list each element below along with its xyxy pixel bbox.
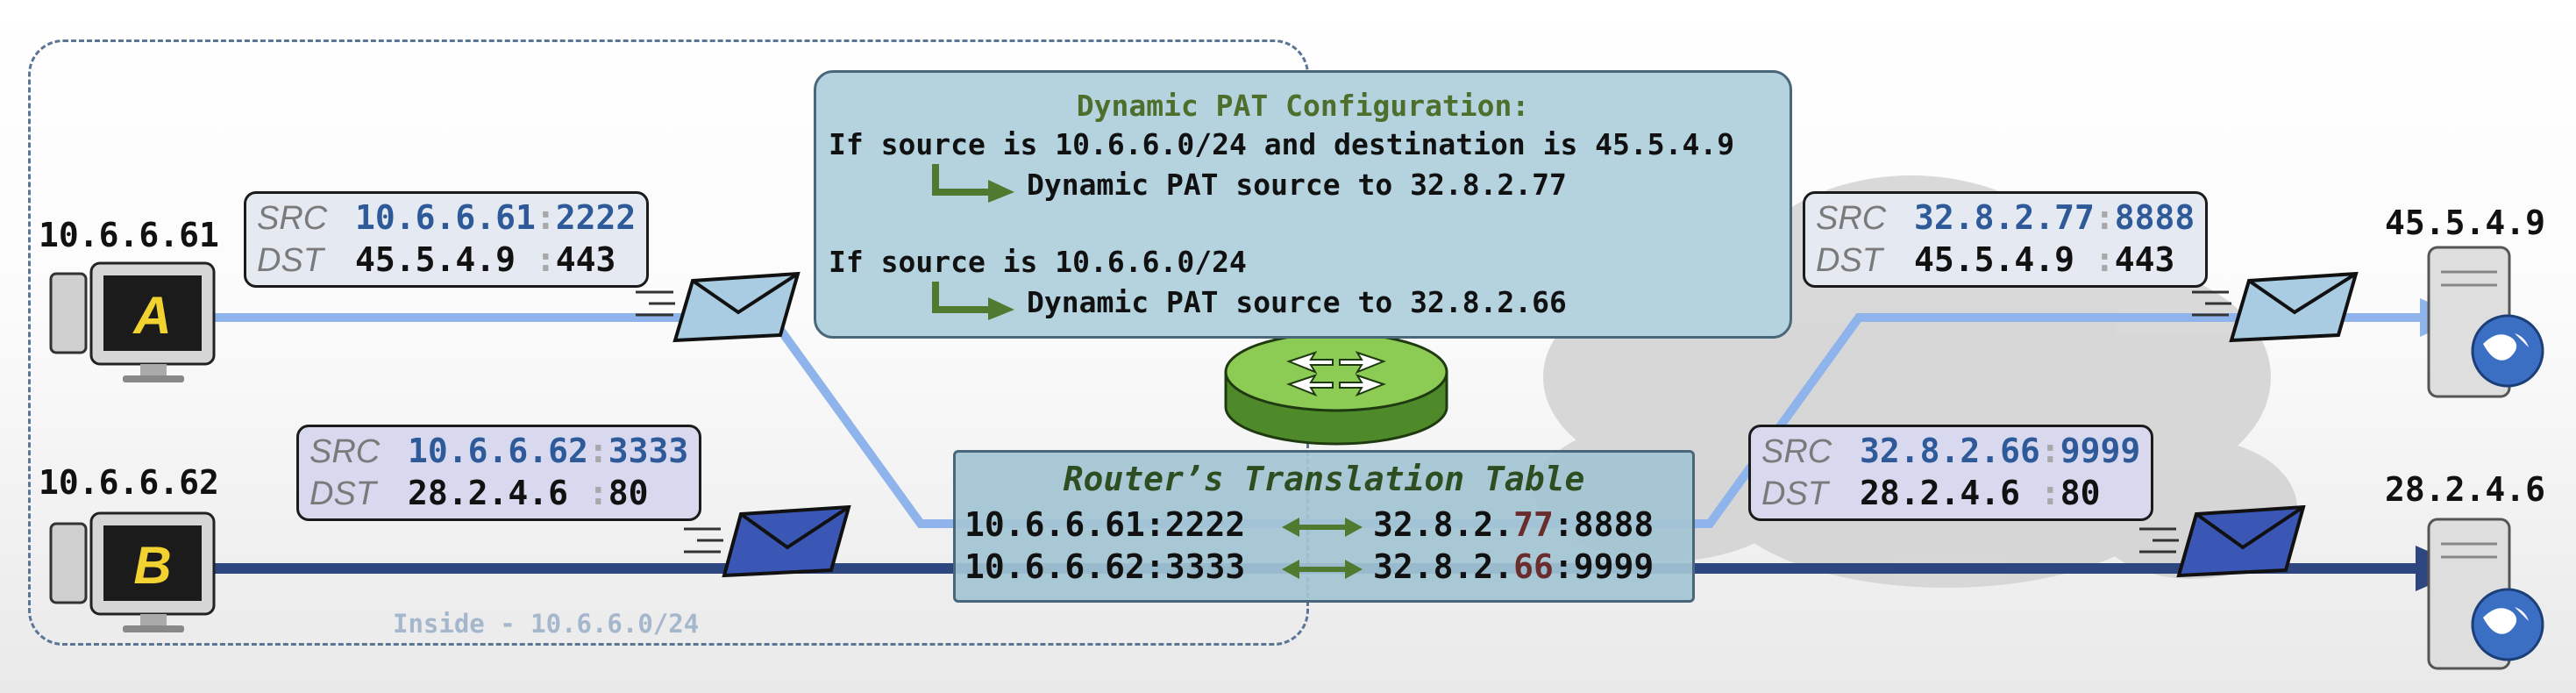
row-1-outside-suffix: :8888 (1553, 505, 1654, 544)
envelope-b-inside-icon (684, 504, 851, 578)
src-ip: 10.6.6.62 (408, 432, 588, 470)
row-2-outside-prefix: 32.8.2. (1373, 547, 1514, 586)
src-colon: : (587, 432, 608, 470)
server-2-icon (2427, 518, 2544, 670)
dst-port: 443 (2114, 240, 2175, 279)
router-icon (1224, 332, 1448, 446)
src-colon: : (535, 198, 556, 237)
table-row-1-outside: 32.8.2.77:8888 (1373, 505, 1654, 544)
src-port: 8888 (2114, 198, 2195, 237)
dst-ip: 45.5.4.9 (1914, 240, 2095, 279)
src-label: SRC (1761, 433, 1832, 470)
rule2-arrow-icon (932, 282, 1014, 320)
src-label: SRC (310, 433, 381, 470)
dst-label: DST (310, 475, 376, 512)
config-title: Dynamic PAT Configuration: (1076, 89, 1530, 123)
row-2-outside-suffix: :9999 (1553, 547, 1654, 586)
row-2-outside-highlight: 66 (1513, 547, 1554, 586)
inside-network-label: Inside - 10.6.6.0/24 (393, 609, 700, 639)
src-ip: 32.8.2.77 (1914, 198, 2095, 237)
dst-port: 80 (608, 474, 649, 512)
translation-table: Router’s Translation Table 10.6.6.61:222… (953, 450, 1695, 603)
src-port: 2222 (555, 198, 637, 237)
packet-a-inside: SRC 10.6.6.61:2222 DST 45.5.4.9 :443 (244, 191, 650, 288)
dst-colon: : (2039, 474, 2060, 512)
pat-configuration-panel: Dynamic PAT Configuration: If source is … (814, 70, 1792, 339)
dst-ip: 45.5.4.9 (355, 240, 536, 279)
table-row-1-arrow-icon (1282, 518, 1363, 537)
row-1-outside-highlight: 77 (1513, 505, 1554, 544)
table-row-2-outside: 32.8.2.66:9999 (1373, 547, 1654, 586)
rule1-arrow-icon (932, 164, 1014, 203)
packet-a-outside: SRC 32.8.2.77:8888 DST 45.5.4.9 :443 (1803, 191, 2209, 288)
dst-colon: : (587, 474, 608, 512)
computer-a-icon: A (49, 261, 216, 382)
dst-colon: : (2094, 240, 2115, 279)
server-2-ip: 28.2.4.6 (2385, 470, 2546, 509)
host-a-ip: 10.6.6.61 (39, 216, 219, 254)
src-ip: 10.6.6.61 (355, 198, 536, 237)
rule1-condition: If source is 10.6.6.0/24 and destination… (829, 127, 1735, 161)
src-port: 3333 (608, 432, 689, 470)
row-1-outside-prefix: 32.8.2. (1373, 505, 1514, 544)
envelope-b-outside-icon (2139, 504, 2306, 578)
dst-port: 443 (555, 240, 616, 279)
table-row-2-inside: 10.6.6.62:3333 (964, 547, 1246, 586)
rule2-action: Dynamic PAT source to 32.8.2.66 (1027, 285, 1567, 319)
computer-a-letter: A (132, 286, 171, 345)
envelope-a-outside-icon (2192, 271, 2359, 343)
src-ip: 32.8.2.66 (1860, 432, 2040, 470)
src-port: 9999 (2060, 432, 2141, 470)
translation-table-title: Router’s Translation Table (1063, 460, 1585, 498)
dst-port: 80 (2060, 474, 2101, 512)
envelope-a-inside-icon (636, 271, 801, 343)
rule1-action: Dynamic PAT source to 32.8.2.77 (1027, 168, 1567, 202)
host-b-ip: 10.6.6.62 (39, 463, 219, 502)
dst-ip: 28.2.4.6 (1860, 474, 2040, 512)
src-colon: : (2039, 432, 2060, 470)
dst-label: DST (1816, 242, 1882, 279)
packet-b-inside: SRC 10.6.6.62:3333 DST 28.2.4.6 :80 (296, 425, 702, 521)
computer-b-letter: B (133, 536, 171, 595)
src-colon: : (2094, 198, 2115, 237)
dst-colon: : (535, 240, 556, 279)
table-row-1-inside: 10.6.6.61:2222 (964, 505, 1246, 544)
server-1-icon (2427, 246, 2544, 398)
rule2-condition: If source is 10.6.6.0/24 (829, 245, 1247, 279)
dst-label: DST (257, 242, 324, 279)
packet-b-outside: SRC 32.8.2.66:9999 DST 28.2.4.6 :80 (1748, 425, 2154, 521)
dst-label: DST (1761, 475, 1828, 512)
computer-b-icon: B (49, 511, 216, 632)
src-label: SRC (257, 200, 328, 237)
dst-ip: 28.2.4.6 (408, 474, 588, 512)
src-label: SRC (1816, 200, 1887, 237)
server-1-ip: 45.5.4.9 (2385, 204, 2546, 242)
table-row-2-arrow-icon (1282, 560, 1363, 579)
